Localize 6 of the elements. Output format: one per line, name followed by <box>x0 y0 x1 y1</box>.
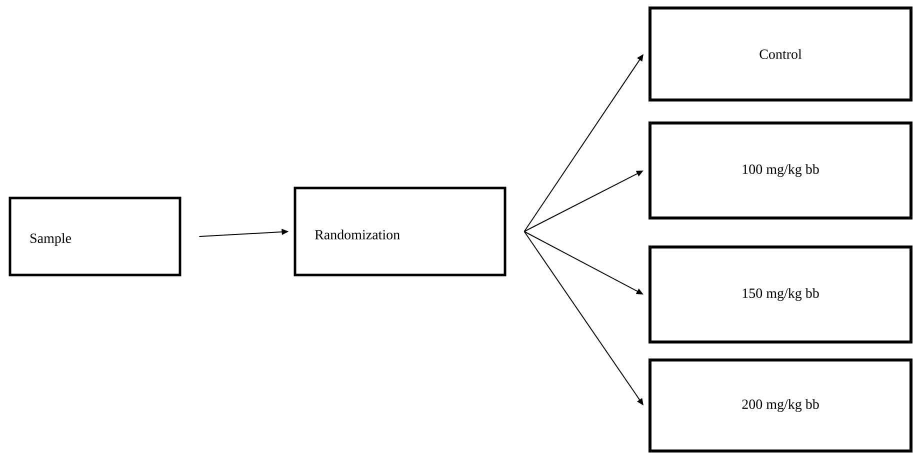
group-box: Control <box>648 6 912 102</box>
process-box: Randomization <box>294 186 506 276</box>
group-box: 150 mg/kg bb <box>648 246 912 344</box>
process-box: Sample <box>8 196 182 276</box>
group-box: 100 mg/kg bb <box>648 122 912 220</box>
group-box: 200 mg/kg bb <box>648 358 912 452</box>
